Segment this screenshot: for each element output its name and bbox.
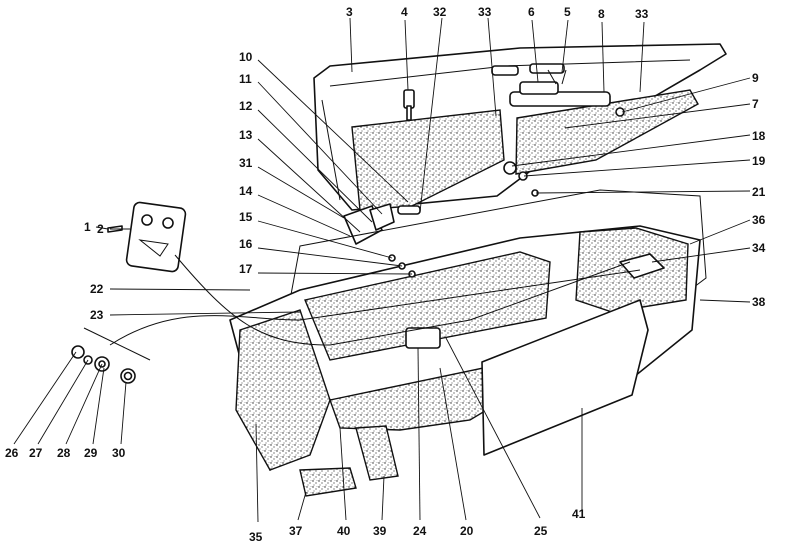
callout-10: 10 [239,50,253,64]
lid-latch-assembly [509,69,611,107]
callout-23: 23 [90,308,104,322]
callout-13: 13 [239,128,253,142]
release-cable [174,254,631,346]
callout-29: 29 [84,446,98,460]
callout-33-left: 33 [478,5,492,19]
callout-11: 11 [239,72,252,86]
callout-22: 22 [90,282,104,296]
callout-1: 1 [84,220,91,234]
side-trim-lower [299,467,357,497]
nut [503,161,517,175]
callout-6: 6 [528,5,535,19]
callout-24: 24 [413,524,427,538]
callout-30: 30 [112,446,126,460]
hinge-assembly [343,203,421,245]
callout-5: 5 [564,5,571,19]
callout-9: 9 [752,71,759,85]
callout-12: 12 [239,99,253,113]
callout-31: 31 [239,156,253,170]
callout-40: 40 [337,524,351,538]
callout-32: 32 [433,5,447,19]
callout-7: 7 [752,97,759,111]
callout-2: 2 [97,222,104,236]
callout-4: 4 [401,5,408,19]
callout-39: 39 [373,524,387,538]
callout-19: 19 [752,154,766,168]
fastener-set [71,327,151,384]
callout-26: 26 [5,446,19,460]
lid-bolt [403,89,415,121]
callout-16: 16 [239,237,253,251]
callout-41: 41 [572,507,586,521]
callout-3: 3 [346,5,353,19]
lid-insulation-right [515,89,699,175]
callout-28: 28 [57,446,71,460]
side-trim-rear [355,425,399,481]
callout-17: 17 [239,262,253,276]
callout-18: 18 [752,129,766,143]
callout-37: 37 [289,524,303,538]
release-cable-2 [109,269,641,346]
callout-21: 21 [752,185,766,199]
callout-36: 36 [752,213,766,227]
callout-20: 20 [460,524,474,538]
lid-buffer [615,107,625,117]
callout-33-right: 33 [635,7,649,21]
callout-38: 38 [752,295,766,309]
callout-14: 14 [239,184,253,198]
callout-labels: 1 2 3 4 5 6 7 8 9 10 11 12 13 14 15 16 1 [5,5,766,544]
callout-35: 35 [249,530,263,544]
trunk-body [229,225,701,471]
remote-lock [125,201,187,273]
front-panel [481,299,649,456]
striker [619,253,665,279]
callout-15: 15 [239,210,253,224]
callout-27: 27 [29,446,43,460]
callout-8: 8 [598,7,605,21]
callout-34: 34 [752,241,766,255]
callout-25: 25 [534,524,548,538]
